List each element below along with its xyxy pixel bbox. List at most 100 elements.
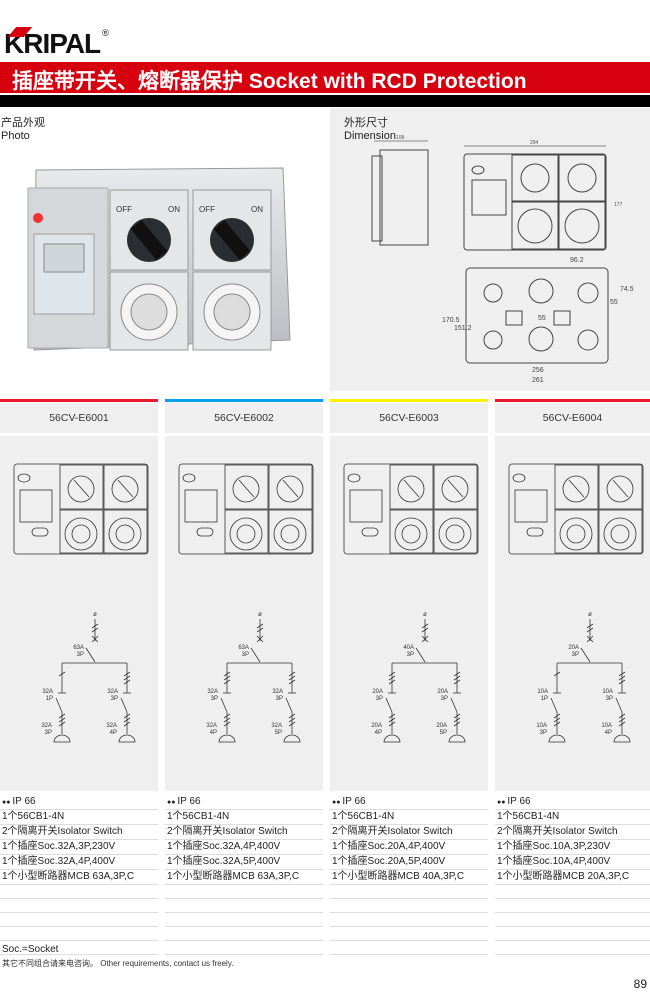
spec-row: 1个小型断路器MCB 63A,3P,C <box>0 870 158 885</box>
spec-row-empty <box>165 927 323 941</box>
spec-text: 2个隔离开关Isolator Switch <box>2 826 123 837</box>
spec-text: 1个插座Soc.32A,4P,400V <box>2 856 116 867</box>
diagram-label: 32A <box>271 723 282 729</box>
spec-row-empty <box>165 899 323 913</box>
side-view <box>379 149 429 246</box>
rear-view <box>465 267 609 364</box>
spec-row: 1个小型断路器MCB 63A,3P,C <box>165 870 323 885</box>
spec-text: 1个小型断路器MCB 63A,3P,C <box>2 871 135 882</box>
diagram-label: 32A <box>206 723 217 729</box>
spec-text: 1个插座Soc.20A,5P,400V <box>332 856 446 867</box>
spec-row-empty <box>165 913 323 927</box>
footnote-contact: 其它不同组合请来电咨询。 Other requirements, contact… <box>2 959 234 968</box>
diagram-label: 32A <box>207 689 218 695</box>
spec-row-empty <box>0 913 158 927</box>
diagram-label: 40A <box>403 645 414 651</box>
accent-line <box>165 399 323 402</box>
diagram-label: 3P <box>111 696 118 702</box>
front-view-drawing <box>508 463 644 555</box>
model-code: 56CV-E6003 <box>330 403 488 433</box>
diagram-label: 1P <box>541 696 548 702</box>
spec-text: 1个插座Soc.32A,4P,400V <box>167 841 281 852</box>
model-code: 56CV-E6002 <box>165 403 323 433</box>
spec-row: 1个小型断路器MCB 20A,3P,C <box>495 870 650 885</box>
spec-row: 1个插座Soc.32A,5P,400V <box>165 855 323 870</box>
diagram-label: 32A <box>272 689 283 695</box>
brand-logo: KRIPAL® <box>4 27 109 59</box>
spec-row-empty <box>165 941 323 955</box>
svg-text:256: 256 <box>532 367 544 374</box>
spec-text: 1个插座Soc.10A,3P,230V <box>497 841 611 852</box>
svg-text:294: 294 <box>530 140 539 146</box>
diagram-label: 20A <box>436 723 447 729</box>
spec-row-empty <box>495 913 650 927</box>
spec-row-empty <box>330 899 488 913</box>
diagram-label: ø <box>258 612 262 618</box>
page-number: 89 <box>633 977 647 991</box>
svg-text:151.2: 151.2 <box>454 325 472 332</box>
diagram-label: ø <box>588 612 592 618</box>
model-code: 56CV-E6001 <box>0 403 158 433</box>
water-drop-icon: ●● <box>497 799 508 806</box>
dimension-drawing: 108 294 177 96.2 74.5 55 55 170.5 151.2 … <box>371 135 634 384</box>
diagram-label: 63A <box>238 645 249 651</box>
diagram-label: ø <box>423 612 427 618</box>
spec-row: 1个插座Soc.20A,4P,400V <box>330 840 488 855</box>
spec-row: 2个隔离开关Isolator Switch <box>0 825 158 840</box>
diagram-label: 4P <box>110 730 117 736</box>
spec-row-empty <box>495 885 650 899</box>
diagram-label: 10A <box>537 689 548 695</box>
spec-text: 1个插座Soc.32A,3P,230V <box>2 841 116 852</box>
spec-row: 1个56CB1-4N <box>165 810 323 825</box>
svg-text:OFF: OFF <box>116 205 132 214</box>
svg-text:261: 261 <box>532 377 544 384</box>
diagram-label: 1P <box>46 696 53 702</box>
spec-text: 1个小型断路器MCB 20A,3P,C <box>497 871 630 882</box>
spec-row: 1个插座Soc.10A,3P,230V <box>495 840 650 855</box>
diagram-label: 32A <box>106 723 117 729</box>
front-view <box>463 153 607 251</box>
svg-text:170.5: 170.5 <box>442 317 460 324</box>
socket-2 <box>192 271 272 351</box>
spec-text: 1个小型断路器MCB 40A,3P,C <box>332 871 465 882</box>
spec-text: 2个隔离开关Isolator Switch <box>332 826 453 837</box>
spec-row-empty <box>0 927 158 941</box>
svg-text:55: 55 <box>538 315 546 322</box>
spec-row: 2个隔离开关Isolator Switch <box>495 825 650 840</box>
spec-row: 1个插座Soc.20A,5P,400V <box>330 855 488 870</box>
spec-row: 1个插座Soc.32A,3P,230V <box>0 840 158 855</box>
spec-row: 1个插座Soc.32A,4P,400V <box>0 855 158 870</box>
spec-row-empty <box>0 899 158 913</box>
footnote-abbrev: Soc.=Socket <box>2 944 59 955</box>
svg-text:96.2: 96.2 <box>570 257 584 264</box>
diagram-label: 10A <box>602 689 613 695</box>
spec-row: ●● IP 66 <box>330 795 488 810</box>
diagram-label: 5P <box>275 730 282 736</box>
diagram-label: 3P <box>572 652 579 658</box>
diagram-label: 3P <box>407 652 414 658</box>
svg-text:177: 177 <box>614 202 623 208</box>
spec-text: 1个小型断路器MCB 63A,3P,C <box>167 871 300 882</box>
spec-text: IP 66 <box>507 796 531 807</box>
svg-text:74.5: 74.5 <box>620 286 634 293</box>
diagram-label: 4P <box>210 730 217 736</box>
spec-text: 1个插座Soc.32A,5P,400V <box>167 856 281 867</box>
spec-row-empty <box>330 927 488 941</box>
diagram-label: 32A <box>41 723 52 729</box>
accent-line <box>0 399 158 402</box>
spec-row: 1个56CB1-4N <box>495 810 650 825</box>
spec-row-empty <box>0 941 158 955</box>
accent-line <box>495 399 650 402</box>
spec-row-empty <box>165 885 323 899</box>
